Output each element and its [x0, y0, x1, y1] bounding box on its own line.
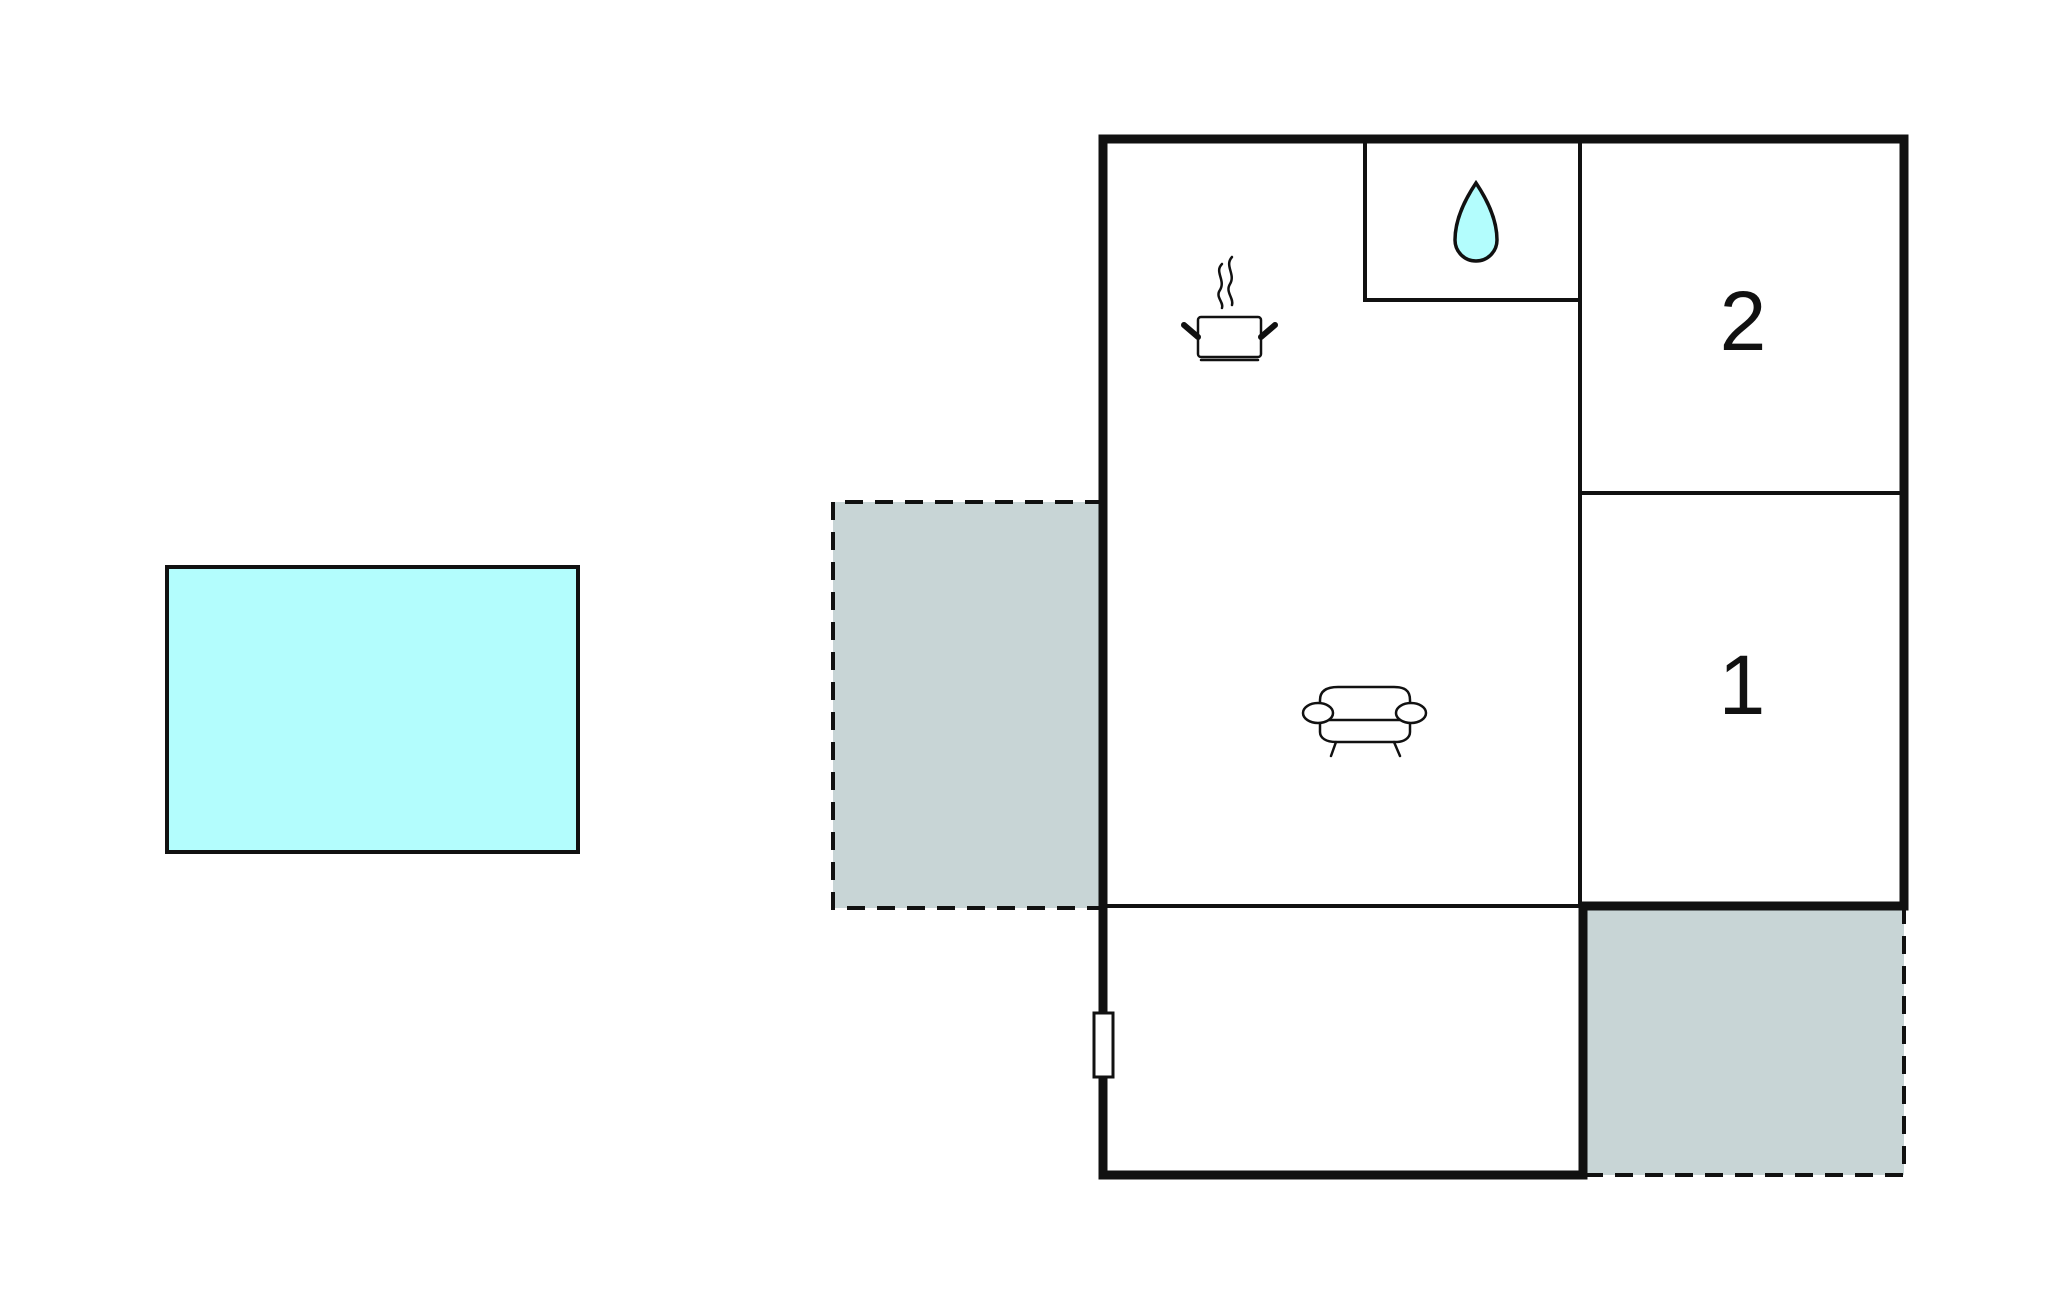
- swimming-pool: [165, 565, 580, 854]
- living-room-sofa-icon: [1301, 685, 1428, 758]
- terrace-west-outline: [831, 500, 1103, 910]
- bathroom-water-drop-icon: [1453, 179, 1499, 263]
- terrace-southeast-outline: [1583, 906, 1906, 1177]
- bedroom-1-label: 1: [1719, 638, 1766, 732]
- terrace-west: [833, 502, 1103, 908]
- kitchen-pot-icon: [1181, 255, 1278, 362]
- wall-bathroom: [1363, 139, 1580, 302]
- door-icon: [1092, 1011, 1115, 1079]
- terrace-southeast: [1583, 906, 1904, 1175]
- bedroom-2-label: 2: [1720, 274, 1767, 368]
